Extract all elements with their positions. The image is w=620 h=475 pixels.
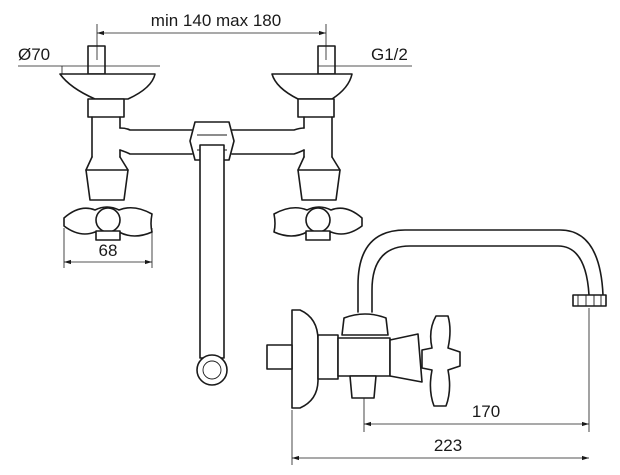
spacing-dimension-label: min 140 max 180 bbox=[151, 11, 281, 30]
dimensions: min 140 max 180 Ø70 G1/2 68 170 223 bbox=[18, 11, 590, 465]
side-bonnet bbox=[389, 333, 423, 383]
swivel-nut bbox=[341, 313, 389, 336]
right-column bbox=[303, 116, 333, 158]
side-body-nut bbox=[317, 334, 339, 380]
diameter-label: Ø70 bbox=[18, 45, 50, 64]
right-handle-hub bbox=[305, 207, 331, 233]
left-valve-bonnet bbox=[85, 169, 129, 201]
left-handle-hub bbox=[95, 207, 121, 233]
body-bar-bottom bbox=[119, 149, 305, 155]
body-bar-top bbox=[119, 127, 305, 131]
left-wall-pipe bbox=[87, 45, 106, 75]
side-escutcheon bbox=[291, 309, 319, 409]
right-escutcheon bbox=[271, 73, 353, 100]
handle-width-label: 68 bbox=[99, 241, 118, 260]
right-valve-bonnet bbox=[297, 169, 341, 201]
side-body-bottom bbox=[349, 375, 377, 399]
side-wall-stub bbox=[266, 344, 293, 370]
right-wall-pipe bbox=[317, 45, 336, 75]
spout-reach-label: 170 bbox=[472, 402, 500, 421]
side-view bbox=[266, 229, 607, 409]
front-view bbox=[59, 45, 363, 386]
side-body bbox=[337, 337, 391, 377]
aerator bbox=[572, 294, 607, 307]
spout-tip bbox=[196, 354, 228, 386]
left-column bbox=[91, 116, 121, 158]
spout-outer bbox=[357, 229, 604, 313]
side-handle bbox=[421, 315, 461, 407]
overall-depth-label: 223 bbox=[434, 436, 462, 455]
right-nut bbox=[297, 98, 335, 118]
left-nut bbox=[87, 98, 125, 118]
left-escutcheon bbox=[59, 73, 156, 100]
front-spout bbox=[199, 144, 225, 359]
spout-inner bbox=[371, 245, 590, 313]
thread-label: G1/2 bbox=[371, 45, 408, 64]
